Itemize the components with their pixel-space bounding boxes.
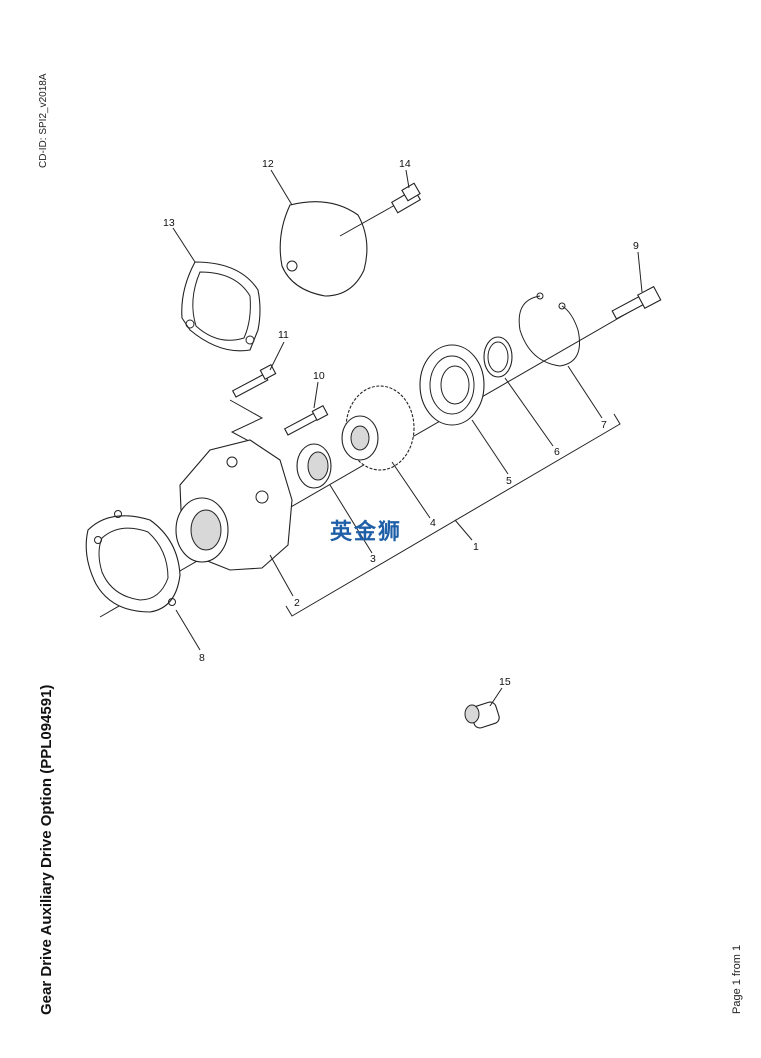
part-11-screw [229, 364, 277, 449]
callout-13: 13 [163, 217, 175, 229]
part-8-gasket [85, 510, 181, 613]
part-5-ball-bearing [419, 344, 485, 426]
callout-10: 10 [313, 370, 325, 382]
part-13-gasket [181, 261, 261, 352]
part-7-circlip [518, 292, 580, 367]
callout-1: 1 [473, 541, 479, 553]
part-15-plug [464, 701, 500, 729]
callout-3: 3 [370, 553, 376, 565]
part-9-screw [611, 285, 662, 320]
part-6-snap-ring [483, 336, 513, 378]
callout-2: 2 [294, 597, 300, 609]
part-10-screw [283, 405, 329, 436]
part-14-flange-bolt [390, 182, 422, 214]
watermark-logo: 英金狮 [330, 520, 403, 545]
callout-5: 5 [506, 475, 512, 487]
part-3-needle-bearing [296, 443, 332, 489]
callout-12: 12 [262, 158, 274, 170]
part-2-housing [175, 439, 293, 571]
callout-9: 9 [633, 240, 639, 252]
part-12-cover [279, 201, 396, 297]
callout-8: 8 [199, 652, 205, 664]
part-4-gear [341, 385, 415, 471]
callout-11: 11 [278, 329, 289, 341]
callout-7: 7 [601, 419, 607, 431]
callout-15: 15 [499, 676, 511, 688]
callout-6: 6 [554, 446, 560, 458]
callout-4: 4 [430, 517, 436, 529]
assembly-bracket [285, 413, 621, 617]
callout-14: 14 [399, 158, 411, 170]
leader-lines [172, 169, 643, 707]
